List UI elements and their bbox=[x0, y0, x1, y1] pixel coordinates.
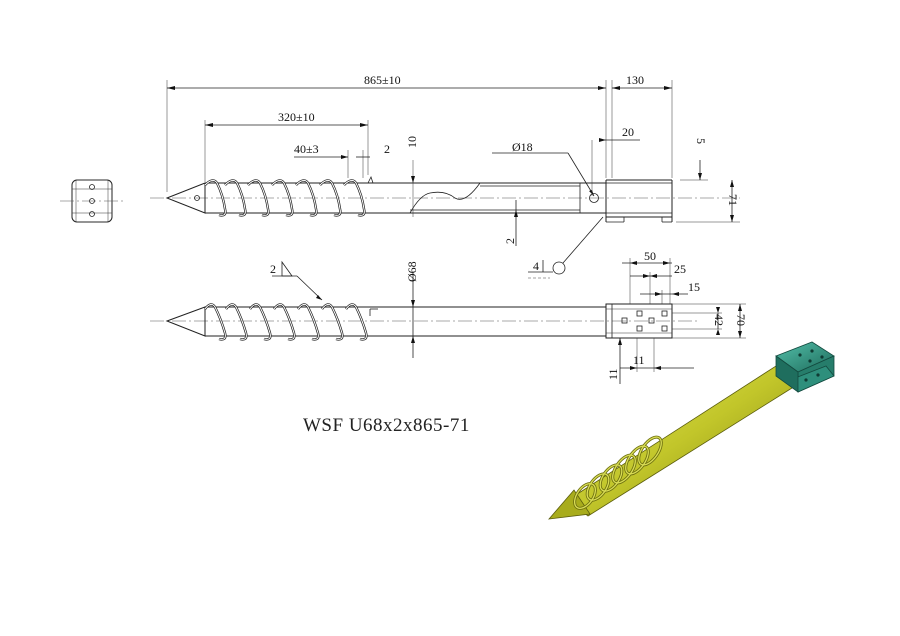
helix-top bbox=[204, 179, 366, 217]
dim-hole-size-v: 11 bbox=[606, 368, 620, 380]
dim-hole-pitch-v: 42 bbox=[712, 314, 726, 326]
end-view bbox=[60, 179, 124, 223]
dim-hole-size: 11 bbox=[633, 353, 645, 367]
dim-hole-spacing: 50 bbox=[644, 249, 656, 263]
dim-thread-gap: 2 bbox=[384, 142, 390, 156]
dim-slot-width: 20 bbox=[622, 125, 634, 139]
dim-pipe-diameter: Ø68 bbox=[405, 261, 419, 282]
dim-thread-height: 10 bbox=[405, 136, 419, 148]
dim-bracket-length: 130 bbox=[626, 73, 644, 87]
dim-overall-length: 865±10 bbox=[364, 73, 401, 87]
dim-helix-length: 320±10 bbox=[278, 110, 315, 124]
ground-screw-render bbox=[548, 341, 835, 520]
dim-plate-width: 70 bbox=[734, 314, 748, 326]
dim-wall-thickness: 2 bbox=[503, 238, 517, 244]
drawing-title: WSF U68x2x865-71 bbox=[303, 415, 470, 436]
dim-bracket-height: 71 bbox=[726, 194, 740, 206]
weld-symbol-lower: 4 bbox=[533, 259, 539, 273]
weld-symbol-upper: 2 bbox=[270, 262, 276, 276]
dim-hole-diameter: Ø18 bbox=[512, 140, 533, 154]
side-view-bottom: 2 Ø68 50 25 15 bbox=[150, 249, 748, 384]
helix-bottom bbox=[204, 303, 368, 341]
side-view-top: 865±10 130 320±10 40±3 2 10 Ø18 bbox=[150, 73, 740, 279]
dim-edge-offset: 15 bbox=[688, 280, 700, 294]
dim-plate-gap: 5 bbox=[694, 138, 708, 144]
dim-hole-offset: 25 bbox=[674, 262, 686, 276]
dim-pitch: 40±3 bbox=[294, 142, 319, 156]
